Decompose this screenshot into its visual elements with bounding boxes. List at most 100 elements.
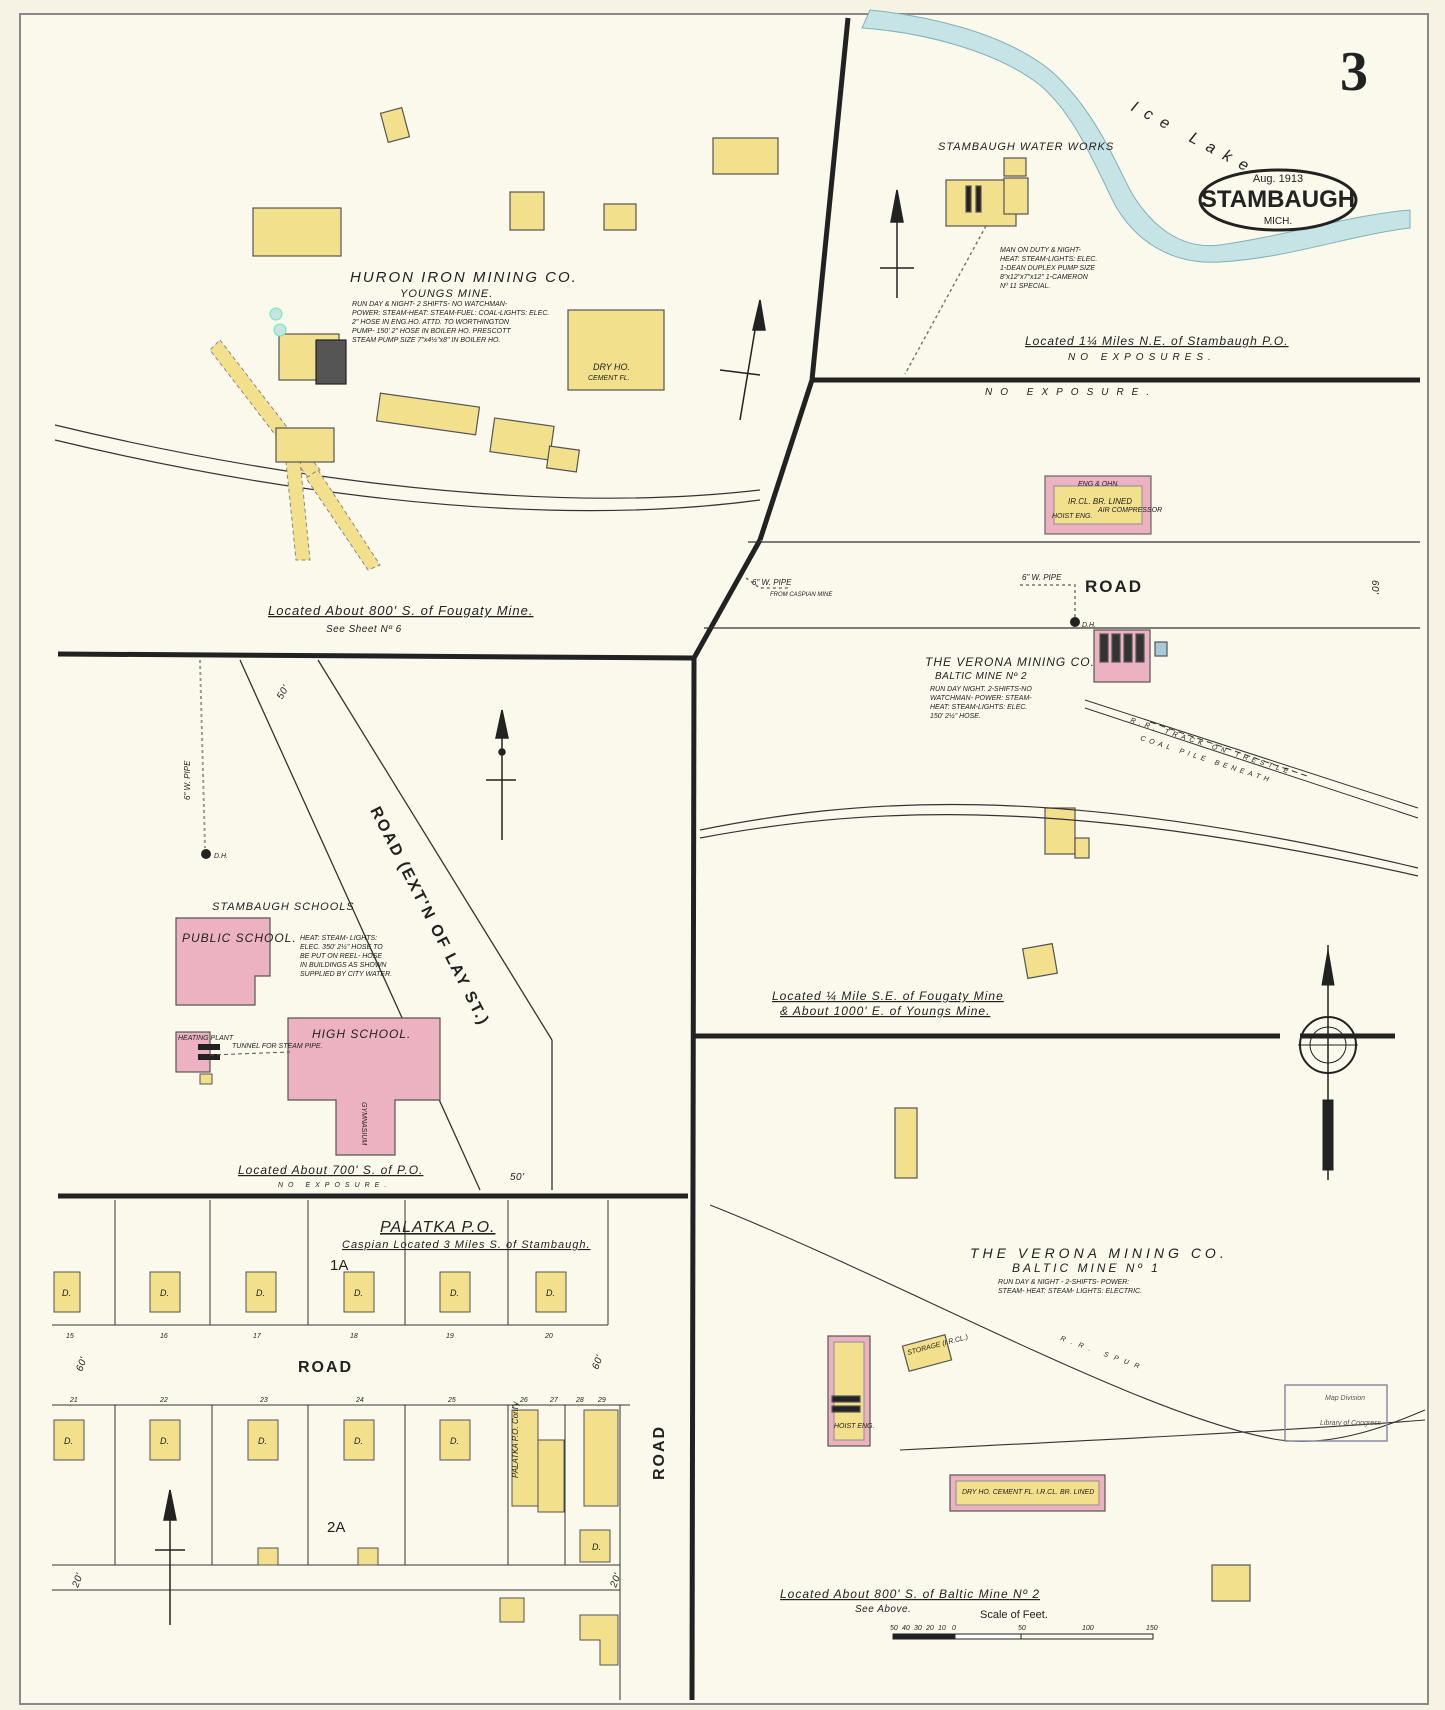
see-sheet: See Sheet Nº 6	[326, 624, 402, 635]
huron-mine-railroad	[54, 424, 761, 512]
palatka-lot-lines	[52, 1200, 630, 1700]
svg-text:Library of Congress: Library of Congress	[1320, 1420, 1382, 1427]
baltic2-road	[704, 541, 1420, 629]
road-width-20-left: 20'	[70, 1571, 86, 1590]
baltic1-buildings	[827, 1107, 1251, 1602]
hydrant-icon	[201, 849, 211, 859]
huron-notes: RUN DAY & NIGHT- 2 SHIFTS- NO WATCHMAN- …	[351, 301, 549, 344]
baltic2-title: THE VERONA MINING CO.	[925, 655, 1095, 669]
svg-text:26: 26	[519, 1397, 528, 1404]
see-above: See Above.	[855, 1604, 911, 1615]
svg-text:16: 16	[160, 1333, 168, 1340]
svg-text:2" HOSE IN ENG.HO. ATTD. TO WO: 2" HOSE IN ENG.HO. ATTD. TO WORTHINGTON	[351, 319, 510, 326]
palatka-subtitle: Caspian Located 3 Miles S. of Stambaugh.	[342, 1239, 591, 1251]
svg-text:RUN DAY NIGHT. 2-SHIFTS-NO: RUN DAY NIGHT. 2-SHIFTS-NO	[930, 686, 1032, 693]
road-ext-lay-st	[239, 659, 553, 1191]
dh-label: D.H.	[1082, 622, 1096, 629]
svg-text:SUPPLIED BY CITY WATER.: SUPPLIED BY CITY WATER.	[300, 971, 392, 978]
svg-text:WATCHMAN- POWER: STEAM-: WATCHMAN- POWER: STEAM-	[930, 695, 1032, 702]
svg-text:MAN ON DUTY & NIGHT-: MAN ON DUTY & NIGHT-	[1000, 247, 1082, 254]
svg-text:0: 0	[952, 1625, 956, 1632]
svg-text:27: 27	[549, 1397, 559, 1404]
svg-text:ELEC. 350' 2½" HOSE TO: ELEC. 350' 2½" HOSE TO	[300, 943, 383, 951]
town-name: STAMBAUGH	[1201, 186, 1355, 213]
road-width-50-bottom: 50'	[510, 1172, 525, 1183]
svg-text:D.: D.	[546, 1288, 555, 1298]
panel-dividers	[57, 17, 1420, 1701]
block-2a: 2A	[327, 1519, 345, 1536]
svg-text:30: 30	[914, 1625, 922, 1632]
road-width-60-left: 60'	[74, 1355, 90, 1373]
dry-ho-label: DRY HO.	[593, 362, 630, 372]
svg-text:BE PUT ON REEL- HOSE: BE PUT ON REEL- HOSE	[300, 953, 382, 960]
water-works-notes: MAN ON DUTY & NIGHT- HEAT: STEAM-LIGHTS:…	[1000, 247, 1097, 290]
lot-numbers-row-2: 21 22 23 24 25 26 27 28 29	[69, 1397, 606, 1404]
w-pipe-label-2: 6" W. PIPE	[752, 578, 792, 587]
water-tank-icon	[269, 307, 287, 337]
cement-fl-label: CEMENT FL.	[588, 375, 630, 382]
north-arrow-icon	[719, 299, 766, 421]
svg-text:20: 20	[925, 1625, 934, 1632]
svg-text:D.: D.	[592, 1542, 601, 1552]
state-name: MICH.	[1264, 216, 1292, 227]
svg-text:20: 20	[544, 1333, 553, 1340]
water-pipe	[745, 577, 1076, 622]
svg-text:D.: D.	[450, 1288, 459, 1298]
water-pipe	[904, 225, 987, 375]
tunnel-label: TUNNEL FOR STEAM PIPE.	[232, 1043, 323, 1050]
air-compressor-label: AIR COMPRESSOR	[1097, 507, 1162, 514]
north-arrow-icon	[880, 189, 914, 298]
svg-text:PUMP- 150' 2" HOSE IN BOILER H: PUMP- 150' 2" HOSE IN BOILER HO. PRESCOT…	[352, 328, 511, 335]
w-pipe-label-3: 6" W. PIPE	[183, 760, 192, 800]
svg-text:D.: D.	[64, 1436, 73, 1446]
school-notes: HEAT: STEAM- LIGHTS: ELEC. 350' 2½" HOSE…	[300, 935, 392, 978]
north-arrow-icon	[486, 709, 516, 840]
ice-lake	[861, 9, 1411, 263]
baltic2-road-width: 60'	[1369, 580, 1380, 595]
palatka-side-road-label: ROAD	[651, 1425, 668, 1480]
road-width-20-right: 20'	[608, 1571, 624, 1590]
schools-location: Located About 700' S. of P.O.	[238, 1163, 423, 1177]
baltic1-title: THE VERONA MINING CO.	[970, 1245, 1228, 1261]
scale-bar	[892, 1633, 1154, 1640]
library-stamp: Map Division Library of Congress	[1284, 1384, 1388, 1442]
huron-title: HURON IRON MINING CO.	[350, 269, 578, 286]
water-works-location: Located 1¼ Miles N.E. of Stambaugh P.O.	[1025, 334, 1289, 348]
schools-no-exposure: NO EXPOSURE.	[278, 1182, 391, 1189]
svg-text:HEAT: STEAM-LIGHTS: ELEC.: HEAT: STEAM-LIGHTS: ELEC.	[1000, 256, 1097, 263]
baltic1-notes-1: RUN DAY & NIGHT - 2-SHIFTS- POWER:	[998, 1279, 1129, 1286]
baltic2-buildings	[1021, 475, 1168, 980]
water-works-no-exposures: NO EXPOSURES.	[1068, 352, 1216, 363]
svg-text:D.: D.	[354, 1436, 363, 1446]
title-cartouche	[1198, 168, 1358, 232]
svg-text:D.: D.	[258, 1436, 267, 1446]
ircl-br-lined-label: IR.CL. BR. LINED	[1068, 497, 1132, 506]
water-pipe	[199, 659, 206, 849]
svg-text:40: 40	[902, 1625, 910, 1632]
svg-text:50: 50	[890, 1625, 898, 1632]
baltic1-subtitle: BALTIC MINE Nº 1	[1012, 1261, 1161, 1275]
svg-text:150: 150	[1146, 1625, 1158, 1632]
svg-text:100: 100	[1082, 1625, 1094, 1632]
svg-text:18: 18	[350, 1333, 358, 1340]
trestle-track	[1084, 699, 1419, 819]
svg-text:RUN DAY & NIGHT- 2 SHIFTS- NO: RUN DAY & NIGHT- 2 SHIFTS- NO WATCHMAN-	[352, 301, 508, 308]
baltic2-no-exposure: NO EXPOSURE.	[985, 387, 1157, 398]
huron-subtitle: YOUNGS MINE.	[400, 288, 493, 300]
svg-text:1-DEAN DUPLEX PUMP SIZE: 1-DEAN DUPLEX PUMP SIZE	[1000, 265, 1095, 272]
baltic2-notes: RUN DAY NIGHT. 2-SHIFTS-NO WATCHMAN- POW…	[930, 686, 1032, 720]
baltic2-location-2: & About 1000' E. of Youngs Mine.	[780, 1004, 990, 1018]
public-school-label: PUBLIC SCHOOL.	[182, 931, 297, 945]
dwelling-labels-row-1: D. D. D. D. D. D.	[62, 1288, 555, 1298]
hydrant-icon	[1070, 617, 1080, 627]
palatka-po-label: PALATKA P.O. Conf'y	[511, 1401, 520, 1478]
eng-ohn-label: ENG & OHN.	[1078, 481, 1119, 488]
dry-ho-b-label: DRY HO. CEMENT FL. I.R.CL. BR. LINED	[962, 1489, 1094, 1496]
svg-text:25: 25	[447, 1397, 456, 1404]
water-works-buildings	[945, 157, 1029, 227]
baltic2-location-1: Located ¼ Mile S.E. of Fougaty Mine	[772, 989, 1004, 1003]
svg-text:23: 23	[259, 1397, 268, 1404]
svg-text:28: 28	[575, 1397, 584, 1404]
svg-text:Map Division: Map Division	[1325, 1395, 1365, 1402]
